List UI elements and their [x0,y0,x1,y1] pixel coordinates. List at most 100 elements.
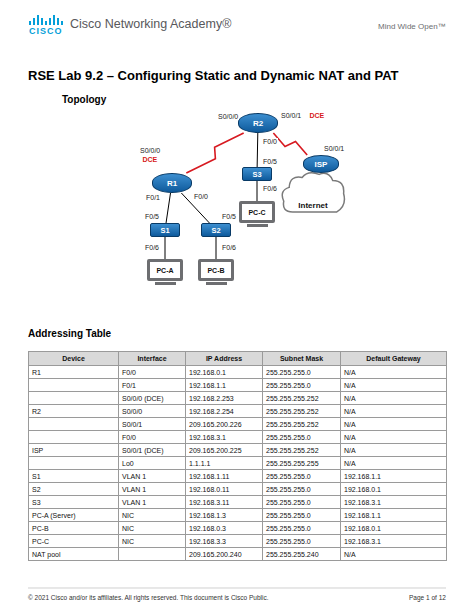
column-header: IP Address [206,355,242,362]
interface-label: F0/6 [221,244,237,251]
table-cell: S0/0/0 (DCE) [119,392,186,405]
interface-label: F0/1 [145,194,161,201]
cell-text: S0/0/1 (DCE) [122,447,164,454]
cell-text: 192.168.0.1 [189,369,226,376]
cell-text: 255.255.255.0 [266,538,311,545]
table-cell: 192.168.3.1 [341,535,447,548]
cell-text: VLAN 1 [122,499,146,506]
table-cell: PC-B [29,522,119,535]
table-cell: 255.255.255.0 [263,379,341,392]
node-label: S3 [252,170,261,179]
node-label: PC-C [248,209,265,216]
table-cell: NIC [119,522,186,535]
interface-label: S0/0/0 [139,147,161,154]
table-body: DeviceInterfaceIP AddressSubnet MaskDefa… [29,352,447,561]
table-cell [29,392,119,405]
table-cell: F0/0 [119,366,186,379]
interface-label: F0/6 [144,244,160,251]
router-icon: R1 [152,173,192,193]
cell-text: 192.168.0.11 [189,486,229,493]
interface-label: DCE [142,156,159,163]
table-row: PC-A (Server)NIC192.168.1.3255.255.255.0… [29,509,447,522]
table-cell [29,418,119,431]
cell-text: S3 [32,499,41,506]
cell-text: 192.168.2.253 [189,395,234,402]
table-cell: 255.255.255.252 [263,418,341,431]
table-row: S2VLAN 1192.168.0.11255.255.255.0192.168… [29,483,447,496]
ethernet-link [257,133,259,167]
table-cell: N/A [341,548,447,561]
brand-name: Cisco Networking Academy® [70,18,231,32]
table-cell: NIC [119,509,186,522]
table-row: S0/0/0 (DCE)192.168.2.253255.255.255.252… [29,392,447,405]
node-label: PC-A [156,267,173,274]
table-cell: N/A [341,366,447,379]
table-row: S3VLAN 1192.168.3.11255.255.255.0192.168… [29,496,447,509]
table-cell: 255.255.255.0 [263,470,341,483]
cell-text: N/A [344,408,356,415]
router-icon: ISP [303,155,339,173]
cell-text: PC-B [32,525,49,532]
section-heading: Topology [62,94,106,105]
cell-text: F0/1 [122,382,136,389]
table-cell: N/A [341,431,447,444]
cell-text: 255.255.255.0 [266,486,311,493]
table-cell: NAT pool [29,548,119,561]
pc-icon: PC-A [147,259,183,281]
cell-text: N/A [344,382,356,389]
cell-text: 192.168.1.1 [344,512,381,519]
table-cell: S1 [29,470,119,483]
interface-label: DCE [309,112,326,119]
tagline: Mind Wide Open™ [378,23,446,32]
table-cell: S0/0/1 [119,418,186,431]
table-cell: N/A [341,444,447,457]
cell-text: 255.255.255.0 [266,512,311,519]
table-cell: PC-C [29,535,119,548]
table-row: F0/1 192.168.1.1255.255.255.0N/A [29,379,447,392]
cell-text: N/A [344,551,356,558]
table-cell: 255.255.255.0 [263,483,341,496]
table-cell: 1.1.1.1 [186,457,263,470]
table-cell: 192.168.1.1 [341,470,447,483]
cell-text: 209.165.200.240 [189,551,242,558]
cell-text: 192.168.0.1 [344,525,381,532]
table-cell: 255.255.255.255 [263,457,341,470]
table-cell: F0/0 [119,431,186,444]
header-row: DeviceInterfaceIP AddressSubnet MaskDefa… [29,352,447,366]
cisco-logo-bars [29,15,63,25]
cell-text: NIC [122,512,134,519]
cell-text: S0/0/1 [122,421,142,428]
addressing-table: DeviceInterfaceIP AddressSubnet MaskDefa… [28,351,447,561]
table-cell: F0/1 [119,379,186,392]
internet-cloud: Internet [279,169,347,215]
table-cell: VLAN 1 [119,496,186,509]
cell-text: 192.168.1.1 [344,473,381,480]
table-cell [29,379,119,392]
cell-text: 255.255.255.0 [266,525,311,532]
cell-text: R1 [32,369,41,376]
column-header: Device [62,355,85,362]
table-cell [29,431,119,444]
cell-text: 255.255.255.0 [266,369,311,376]
table-cell: N/A [341,392,447,405]
cell-text: N/A [344,369,356,376]
table-row: ISPS0/0/1 (DCE)209.165.200.225255.255.25… [29,444,447,457]
table-cell: 192.168.1.1 [186,379,263,392]
table-cell: Subnet Mask [263,352,341,366]
table-cell: 192.168.0.1 [186,366,263,379]
table-cell: 255.255.255.252 [263,405,341,418]
cell-text: 255.255.255.255 [266,460,319,467]
table-cell: 192.168.1.1 [341,509,447,522]
cell-text: S0/0/0 [122,408,142,415]
interface-label: F0/0 [262,138,278,145]
table-cell: N/A [341,418,447,431]
node-label: ISP [315,160,328,169]
table-cell: 255.255.255.240 [263,548,341,561]
table-cell [29,457,119,470]
ethernet-link [216,237,217,259]
table-cell: ISP [29,444,119,457]
column-header: Subnet Mask [280,355,323,362]
node-label: R2 [253,119,263,128]
table-row: F0/0192.168.3.1255.255.255.0N/A [29,431,447,444]
